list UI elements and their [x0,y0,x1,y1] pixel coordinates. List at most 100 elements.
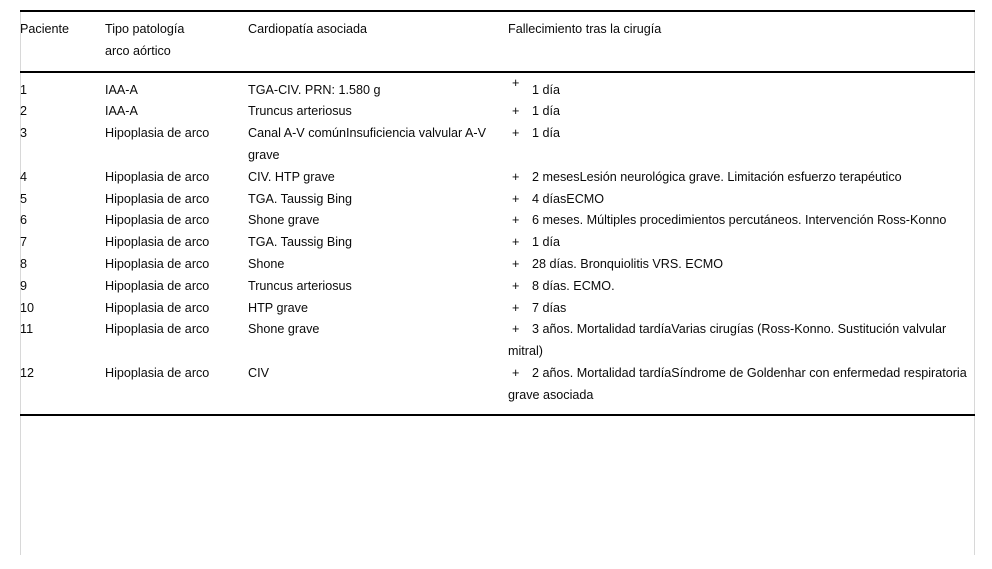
cell-cardiopatia: Canal A-V comúnInsuficiencia valvular A-… [248,123,508,167]
cell-fallecimiento-value: 1 día [532,104,561,119]
outcome-plus-marker: + [512,169,520,184]
outcome-plus-marker: + [512,104,520,119]
cell-tipo-patologia-value: IAA-A [105,82,138,97]
column-header-cardiopatia-asociada: Cardiopatía asociada [248,10,508,73]
cell-cardiopatia: CIV. HTP grave [248,167,508,189]
column-header-cardiopatia-label: Cardiopatía asociada [248,22,368,36]
cell-cardiopatia-value: Shone grave [248,322,320,337]
cell-tipo-patologia: IAA-A [105,72,248,102]
cell-cardiopatia: TGA-CIV. PRN: 1.580 g [248,72,508,102]
cell-cardiopatia: Shone grave [248,210,508,232]
cell-tipo-patologia: Hipoplasia de arco [105,210,248,232]
cell-tipo-patologia-value: Hipoplasia de arco [105,365,210,380]
cell-paciente-value: 6 [20,213,28,228]
patient-outcomes-table: Paciente Tipo patología arco aórtico Car… [20,10,975,416]
cell-paciente: 7 [20,232,105,254]
column-header-paciente: Paciente [20,10,105,73]
cell-cardiopatia-value: CIV. HTP grave [248,169,335,184]
cell-paciente: 4 [20,167,105,189]
cell-paciente-value: 5 [20,191,28,206]
cell-paciente: 6 [20,210,105,232]
cell-fallecimiento: +1 día [508,123,975,167]
column-header-fallecimiento-label: Fallecimiento tras la cirugía [508,22,662,36]
cell-paciente-value: 1 [20,82,28,97]
cell-fallecimiento-value: 3 años. Mortalidad tardíaVarias cirugías… [508,322,947,359]
table-row: 6 Hipoplasia de arco Shone grave +6 mese… [20,210,975,232]
outcome-plus-marker: + [512,126,520,141]
cell-fallecimiento: +28 días. Bronquiolitis VRS. ECMO [508,254,975,276]
table-row: 2 IAA-A Truncus arteriosus +1 día [20,101,975,123]
cell-tipo-patologia: Hipoplasia de arco [105,362,248,416]
cell-tipo-patologia-value: Hipoplasia de arco [105,278,210,293]
cell-fallecimiento: +6 meses. Múltiples procedimientos percu… [508,210,975,232]
cell-tipo-patologia: Hipoplasia de arco [105,189,248,211]
column-header-tipo-patologia-line2: arco aórtico [105,43,171,58]
cell-paciente-value: 10 [20,300,35,315]
table-header-row: Paciente Tipo patología arco aórtico Car… [20,10,975,73]
outcome-plus-marker: + [512,365,520,380]
cell-tipo-patologia-value: Hipoplasia de arco [105,191,210,206]
cell-tipo-patologia: Hipoplasia de arco [105,276,248,298]
cell-cardiopatia-value: Canal A-V comúnInsuficiencia valvular A-… [248,126,486,162]
cell-fallecimiento: +4 díasECMO [508,189,975,211]
cell-tipo-patologia: Hipoplasia de arco [105,254,248,276]
cell-fallecimiento-value: 2 años. Mortalidad tardíaSíndrome de Gol… [508,365,967,402]
outcome-plus-marker: + [512,213,520,228]
cell-tipo-patologia-value: Hipoplasia de arco [105,213,210,228]
outcome-plus-marker: + [512,256,520,271]
column-header-tipo-patologia-arco-aortico: Tipo patología arco aórtico [105,10,248,73]
cell-paciente-value: 2 [20,104,28,119]
cell-tipo-patologia-value: Hipoplasia de arco [105,169,210,184]
cell-paciente: 11 [20,319,105,363]
cell-paciente-value: 12 [20,365,35,380]
cell-paciente-value: 7 [20,235,28,250]
cell-fallecimiento-value: 28 días. Bronquiolitis VRS. ECMO [532,256,724,271]
cell-cardiopatia: Shone grave [248,319,508,363]
cell-fallecimiento: +2 mesesLesión neurológica grave. Limita… [508,167,975,189]
cell-paciente: 10 [20,298,105,320]
cell-tipo-patologia-value: Hipoplasia de arco [105,322,210,337]
cell-cardiopatia: CIV [248,362,508,416]
table-row: 5 Hipoplasia de arco TGA. Taussig Bing +… [20,189,975,211]
table-row: 11 Hipoplasia de arco Shone grave +3 año… [20,319,975,363]
column-header-paciente-label: Paciente [20,22,70,36]
outcome-plus-marker: + [512,235,520,250]
cell-paciente: 5 [20,189,105,211]
cell-tipo-patologia: Hipoplasia de arco [105,167,248,189]
cell-fallecimiento: +2 años. Mortalidad tardíaSíndrome de Go… [508,362,975,416]
column-header-tipo-patologia-line1: Tipo patología [105,22,185,36]
table-row: 8 Hipoplasia de arco Shone +28 días. Bro… [20,254,975,276]
cell-fallecimiento-value: 4 díasECMO [532,191,605,206]
table-row: 10 Hipoplasia de arco HTP grave +7 días [20,298,975,320]
cell-paciente-value: 11 [20,322,34,337]
cell-cardiopatia-value: HTP grave [248,300,308,315]
cell-fallecimiento-value: 6 meses. Múltiples procedimientos percut… [532,213,947,228]
cell-fallecimiento: +1 día [508,72,975,102]
cell-tipo-patologia: Hipoplasia de arco [105,232,248,254]
table-row: 7 Hipoplasia de arco TGA. Taussig Bing +… [20,232,975,254]
cell-cardiopatia-value: TGA. Taussig Bing [248,235,353,250]
cell-paciente: 12 [20,362,105,416]
cell-paciente: 9 [20,276,105,298]
cell-fallecimiento-value: 1 día [532,82,561,97]
table-row: 4 Hipoplasia de arco CIV. HTP grave +2 m… [20,167,975,189]
cell-tipo-patologia-value: Hipoplasia de arco [105,126,210,141]
cell-tipo-patologia: IAA-A [105,101,248,123]
table-row: 3 Hipoplasia de arco Canal A-V comúnInsu… [20,123,975,167]
cell-paciente-value: 8 [20,256,28,271]
cell-fallecimiento-value: 1 día [532,126,561,141]
cell-fallecimiento: +7 días [508,298,975,320]
cell-fallecimiento-value: 2 mesesLesión neurológica grave. Limitac… [532,169,902,184]
table-header: Paciente Tipo patología arco aórtico Car… [20,10,975,73]
table-row: 9 Hipoplasia de arco Truncus arteriosus … [20,276,975,298]
cell-cardiopatia: Truncus arteriosus [248,101,508,123]
cell-cardiopatia: Shone [248,254,508,276]
cell-tipo-patologia: Hipoplasia de arco [105,298,248,320]
cell-cardiopatia-value: Truncus arteriosus [248,104,352,119]
cell-cardiopatia-value: Shone [248,256,285,271]
cell-tipo-patologia: Hipoplasia de arco [105,123,248,167]
cell-cardiopatia-value: TGA. Taussig Bing [248,191,353,206]
cell-fallecimiento-value: 1 día [532,235,561,250]
cell-fallecimiento: +1 día [508,101,975,123]
cell-cardiopatia: HTP grave [248,298,508,320]
